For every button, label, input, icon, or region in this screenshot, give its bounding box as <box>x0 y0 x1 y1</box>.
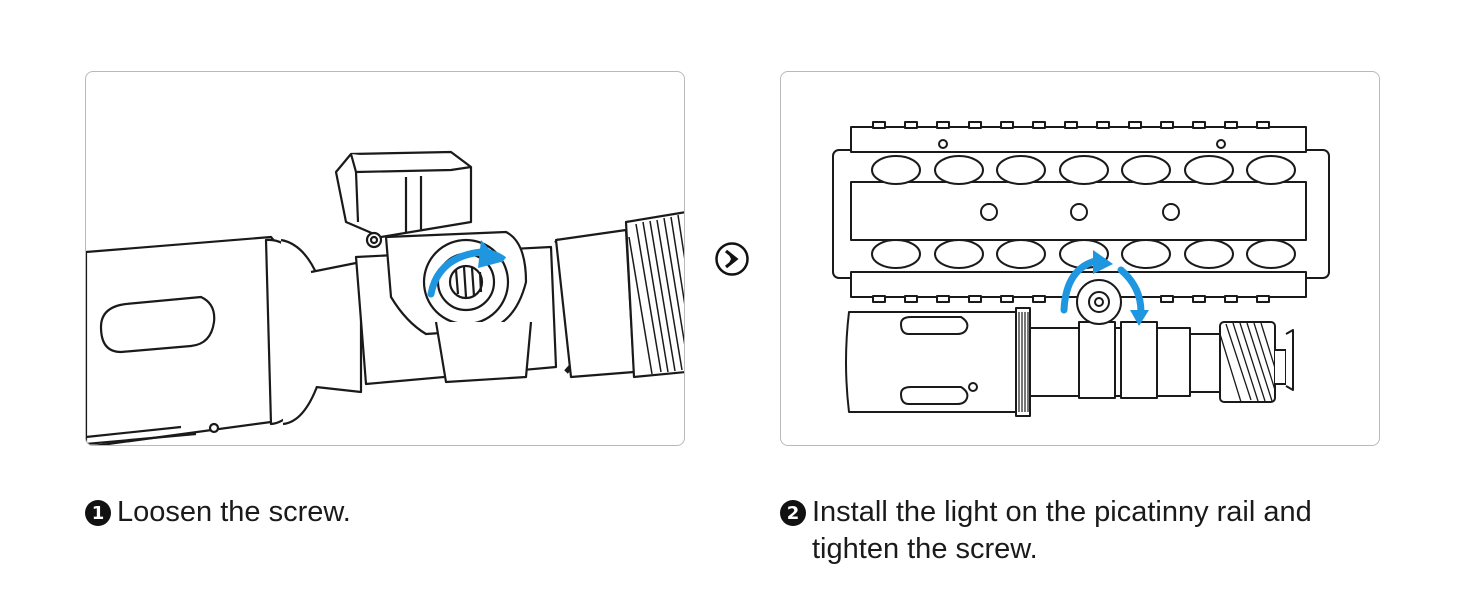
step-2-caption: 2 Install the light on the picatinny rai… <box>780 494 1340 568</box>
step-number-badge: 2 <box>780 500 806 526</box>
loosen-screw-illustration <box>86 150 684 445</box>
step-1-illustration-panel <box>85 71 685 446</box>
step-1-caption: 1 Loosen the screw. <box>85 494 351 531</box>
step-number-badge: 1 <box>85 500 111 526</box>
step-2-text: Install the light on the picatinny rail … <box>812 496 1312 565</box>
install-on-rail-illustration <box>832 121 1330 417</box>
next-step-icon <box>714 241 750 277</box>
step-2-illustration-panel <box>780 71 1380 446</box>
chevron-right-circle-icon <box>715 242 749 276</box>
step-1-text: Loosen the screw. <box>117 496 351 528</box>
